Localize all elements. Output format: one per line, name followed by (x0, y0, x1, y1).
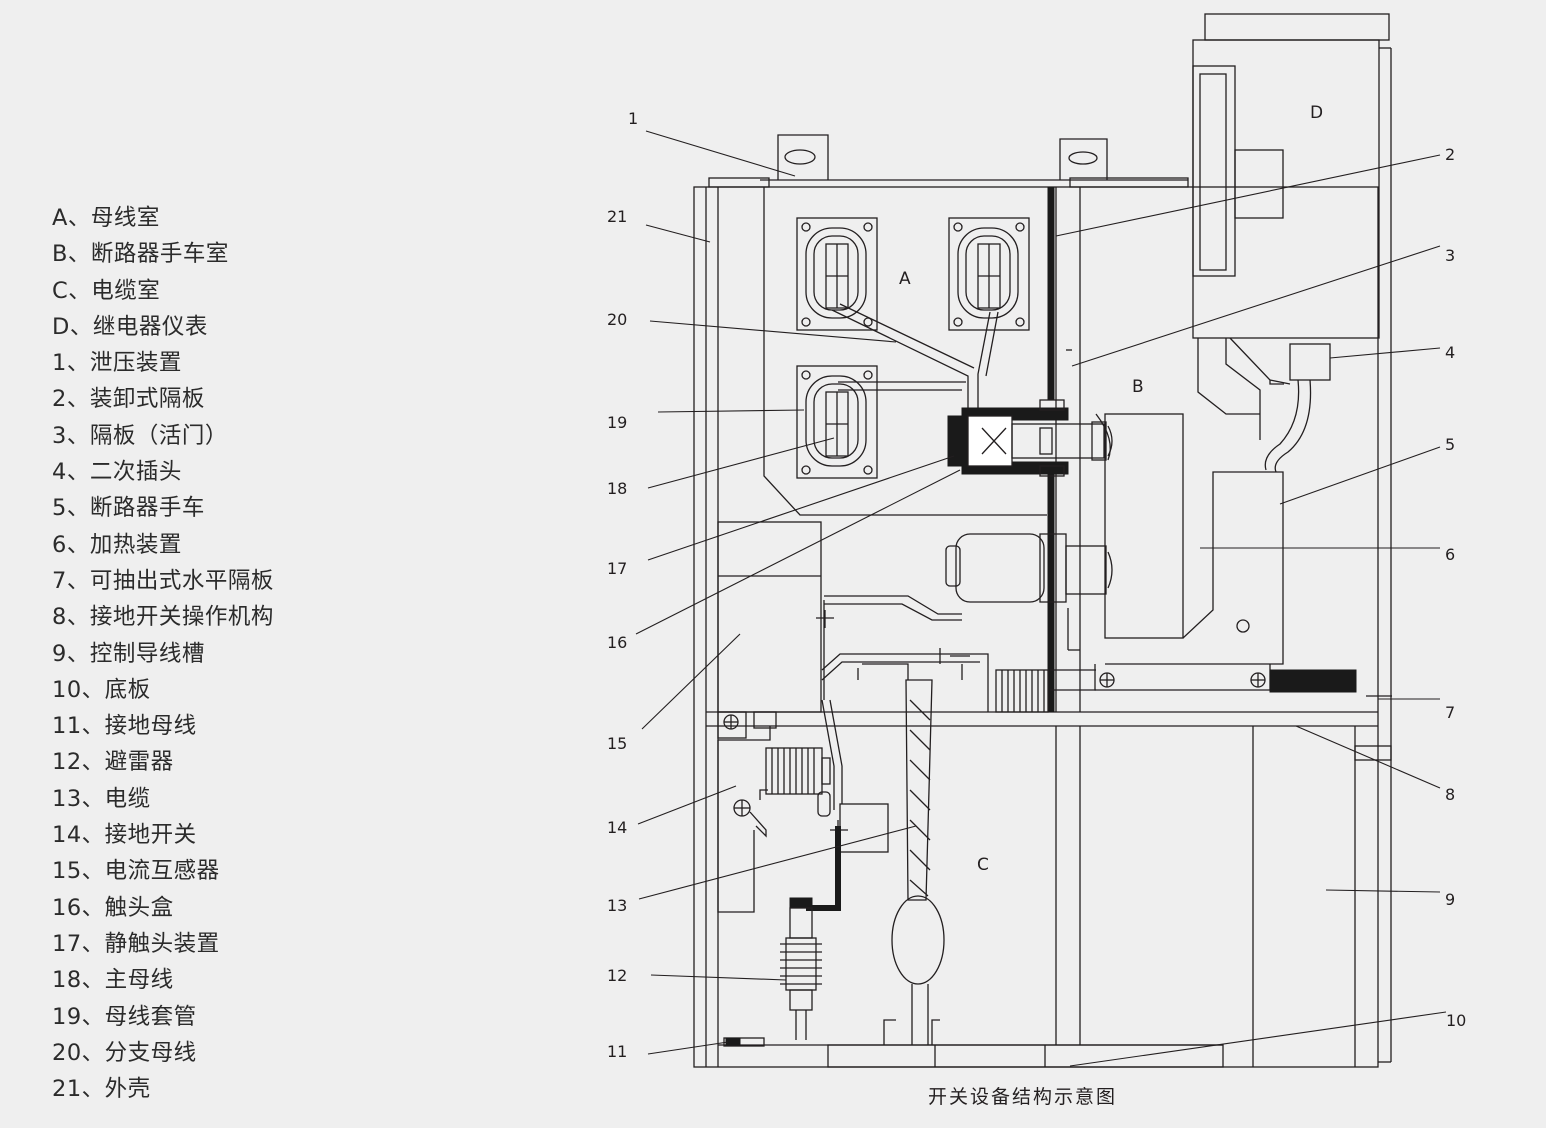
callout-5: 5 (1445, 435, 1455, 454)
callout-7: 7 (1445, 703, 1455, 722)
legend-item: 13、电缆 (52, 785, 151, 812)
callout-11: 11 (607, 1042, 627, 1061)
callout-10: 10 (1446, 1011, 1466, 1030)
legend-item: 12、避雷器 (52, 749, 174, 776)
legend-item: 2、装卸式隔板 (52, 386, 205, 413)
diagram-caption: 开关设备结构示意图 (927, 1086, 1117, 1108)
legend-item: 16、触头盒 (52, 894, 174, 921)
heater-coil (1001, 670, 1045, 712)
callout-8: 8 (1445, 785, 1455, 804)
legend-item: 3、隔板（活门） (52, 422, 228, 449)
callout-12: 12 (607, 966, 627, 985)
partition-and-contacts (947, 187, 1113, 712)
legend-item: C、电缆室 (52, 277, 161, 304)
legend-item: 15、电流互感器 (52, 858, 220, 885)
callout-9: 9 (1445, 890, 1455, 909)
surge-arrester (780, 937, 822, 991)
earthing-coil (765, 747, 823, 795)
leader-lines (635, 130, 1447, 1067)
callout-16: 16 (607, 633, 627, 652)
callout-2: 2 (1445, 145, 1455, 164)
legend-item: 14、接地开关 (52, 822, 197, 849)
zone-label-d: D (1310, 103, 1323, 123)
callout-20: 20 (607, 310, 627, 329)
zone-label-c: C (977, 855, 989, 875)
callout-15: 15 (607, 734, 627, 753)
callout-17: 17 (607, 559, 627, 578)
legend-item: 9、控制导线槽 (52, 640, 205, 667)
legend-item: 19、母线套管 (52, 1003, 197, 1030)
current-transformer (717, 521, 1096, 713)
legend-item: D、继电器仪表 (52, 313, 208, 340)
cable-compartment (717, 679, 945, 1047)
callout-19: 19 (607, 413, 627, 432)
legend-item: 11、接地母线 (52, 713, 197, 740)
legend-item: B、断路器手车室 (52, 241, 229, 268)
legend-item: 10、底板 (52, 676, 151, 703)
callout-6: 6 (1445, 545, 1455, 564)
callout-13: 13 (607, 896, 627, 915)
legend-item: 7、可抽出式水平隔板 (52, 567, 274, 594)
callout-3: 3 (1445, 246, 1455, 265)
legend-list: A、母线室 B、断路器手车室 C、电缆室 D、继电器仪表 1、泄压装置 2、装卸… (52, 200, 472, 1107)
breaker-truck (945, 337, 1357, 693)
legend-item: 21、外壳 (52, 1076, 151, 1103)
legend-item: 6、加热装置 (52, 531, 182, 558)
enclosure (693, 13, 1392, 1068)
legend-item: 18、主母线 (52, 967, 174, 994)
callout-1: 1 (628, 109, 638, 128)
callout-18: 18 (607, 479, 627, 498)
legend-item: 8、接地开关操作机构 (52, 604, 274, 631)
legend-item: 20、分支母线 (52, 1039, 197, 1066)
callout-21: 21 (607, 207, 627, 226)
legend-item: 1、泄压装置 (52, 350, 182, 377)
legend-item: 5、断路器手车 (52, 495, 205, 522)
callout-4: 4 (1445, 343, 1455, 362)
legend-item: A、母线室 (52, 205, 160, 231)
legend-item: 4、二次插头 (52, 459, 182, 486)
busbar-compartment (763, 187, 1047, 516)
zone-label-a: A (899, 269, 911, 289)
legend-item: 17、静触头装置 (52, 930, 220, 957)
callout-14: 14 (607, 818, 627, 837)
zone-label-b: B (1132, 377, 1144, 397)
